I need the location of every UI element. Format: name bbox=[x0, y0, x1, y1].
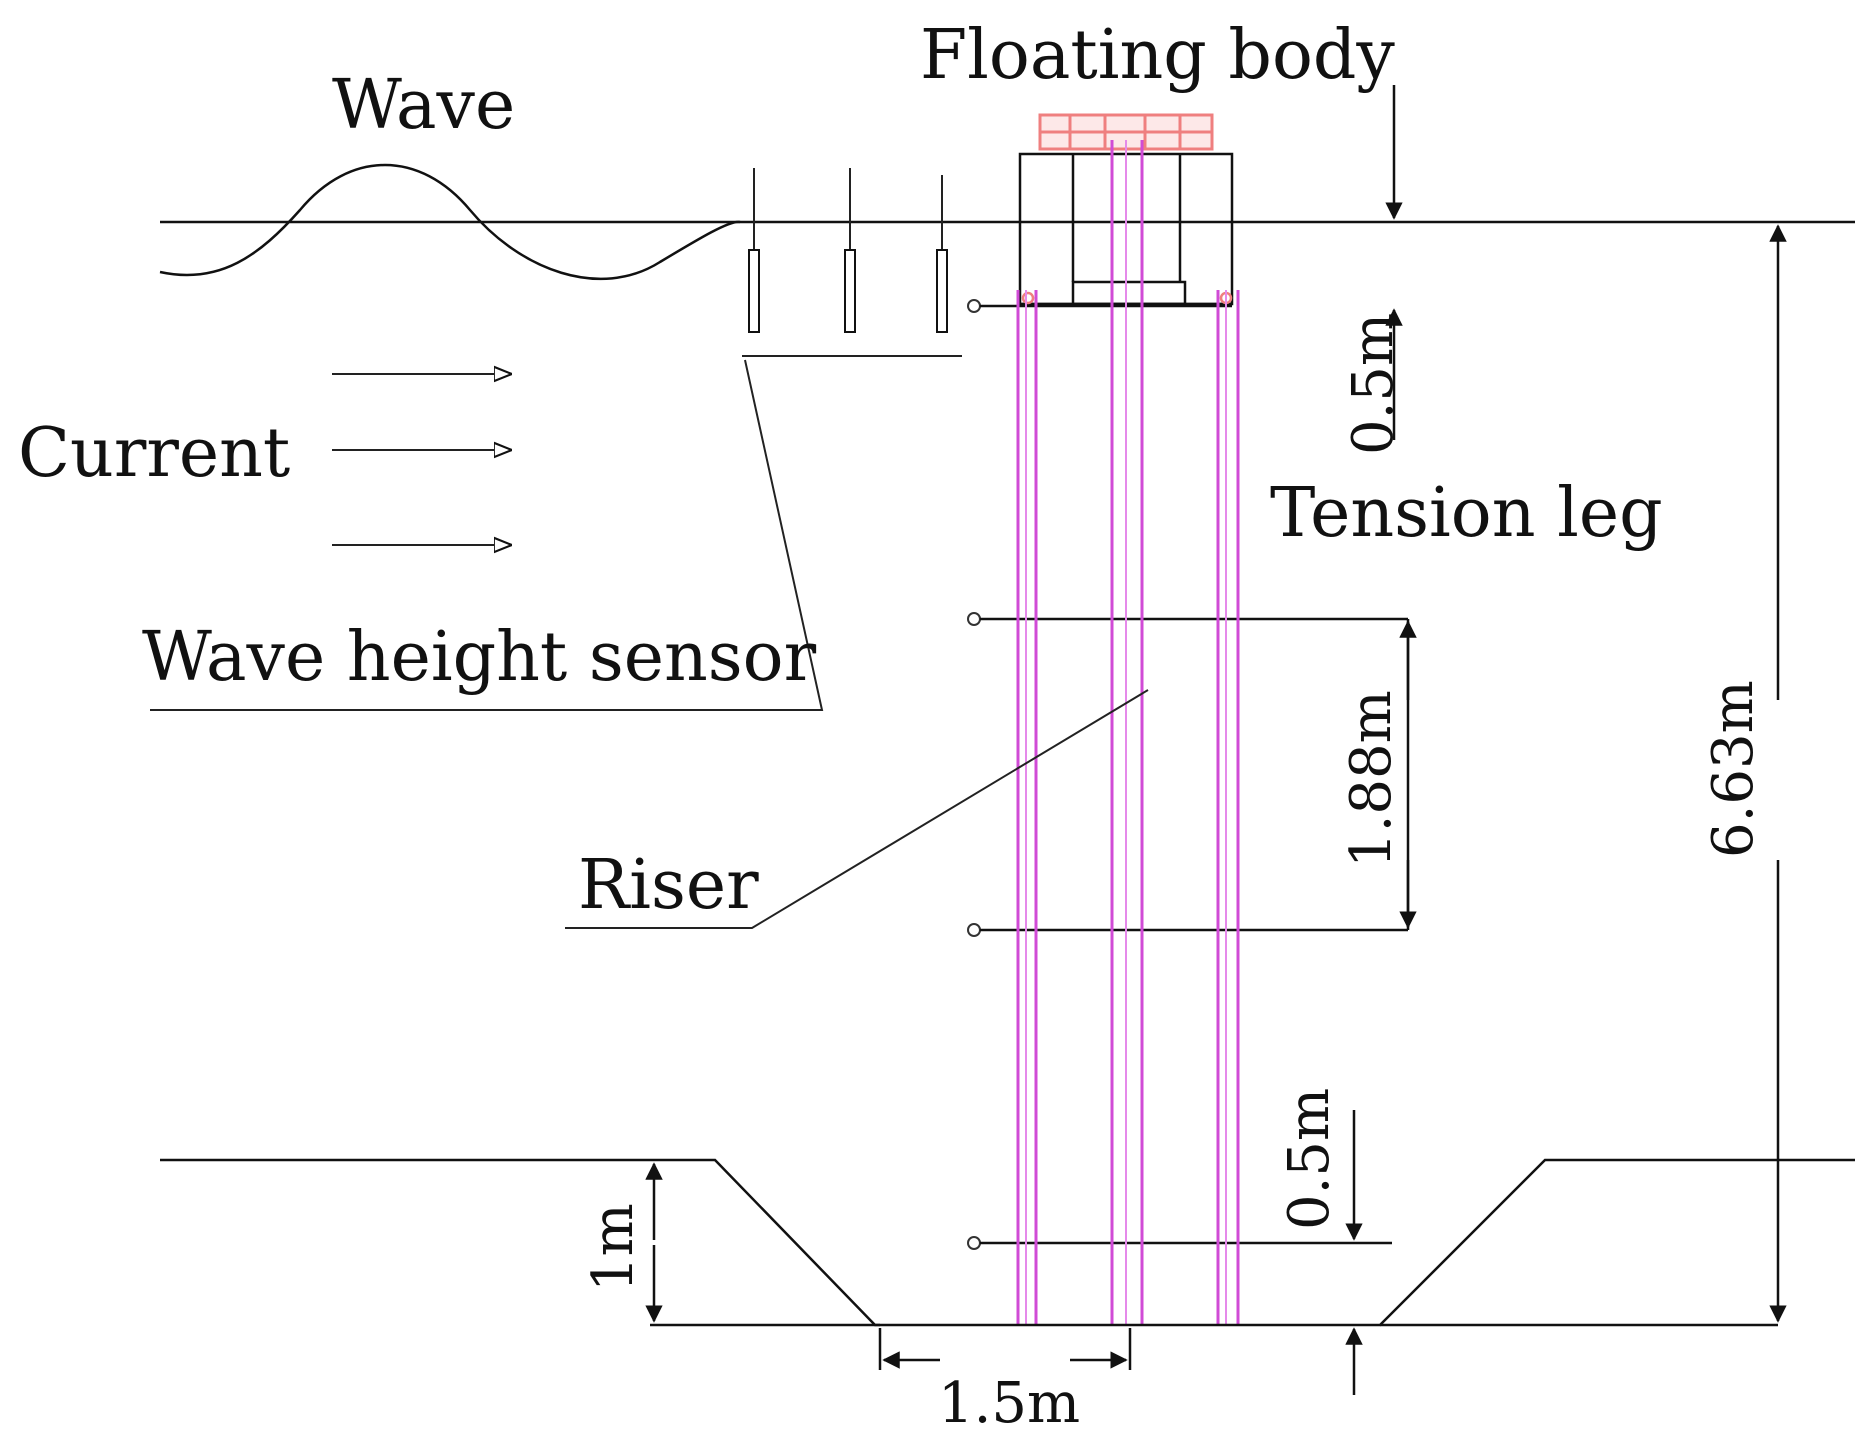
sensor-leader-line bbox=[150, 359, 824, 711]
riser bbox=[1110, 140, 1144, 1325]
wave-curve bbox=[159, 163, 741, 281]
riser-leader-line bbox=[565, 689, 1149, 929]
depth-dimension-label: 6.63m bbox=[1701, 680, 1766, 858]
spacing-dimension-label: 1.88m bbox=[1339, 690, 1404, 868]
current-arrows bbox=[332, 374, 510, 545]
width-dimension-label: 1.5m bbox=[938, 1371, 1080, 1431]
tension-leg-label: Tension leg bbox=[1270, 474, 1663, 553]
draft-dimension-label: 0.5m bbox=[1341, 313, 1406, 455]
floating-body-label: Floating body bbox=[920, 16, 1395, 95]
tension-legs bbox=[1016, 290, 1240, 1325]
wave-label: Wave bbox=[332, 66, 515, 145]
current-label: Current bbox=[18, 414, 290, 493]
bottom-offset-dimension-label: 0.5m bbox=[1277, 1088, 1342, 1230]
wave-height-sensors bbox=[742, 168, 962, 357]
wave-height-sensor-label: Wave height sensor bbox=[142, 618, 817, 697]
width-dimension bbox=[878, 1328, 1132, 1370]
riser-label: Riser bbox=[578, 846, 759, 925]
seabed-profile bbox=[160, 1158, 1855, 1327]
trench-depth-dimension-label: 1m bbox=[581, 1203, 646, 1292]
